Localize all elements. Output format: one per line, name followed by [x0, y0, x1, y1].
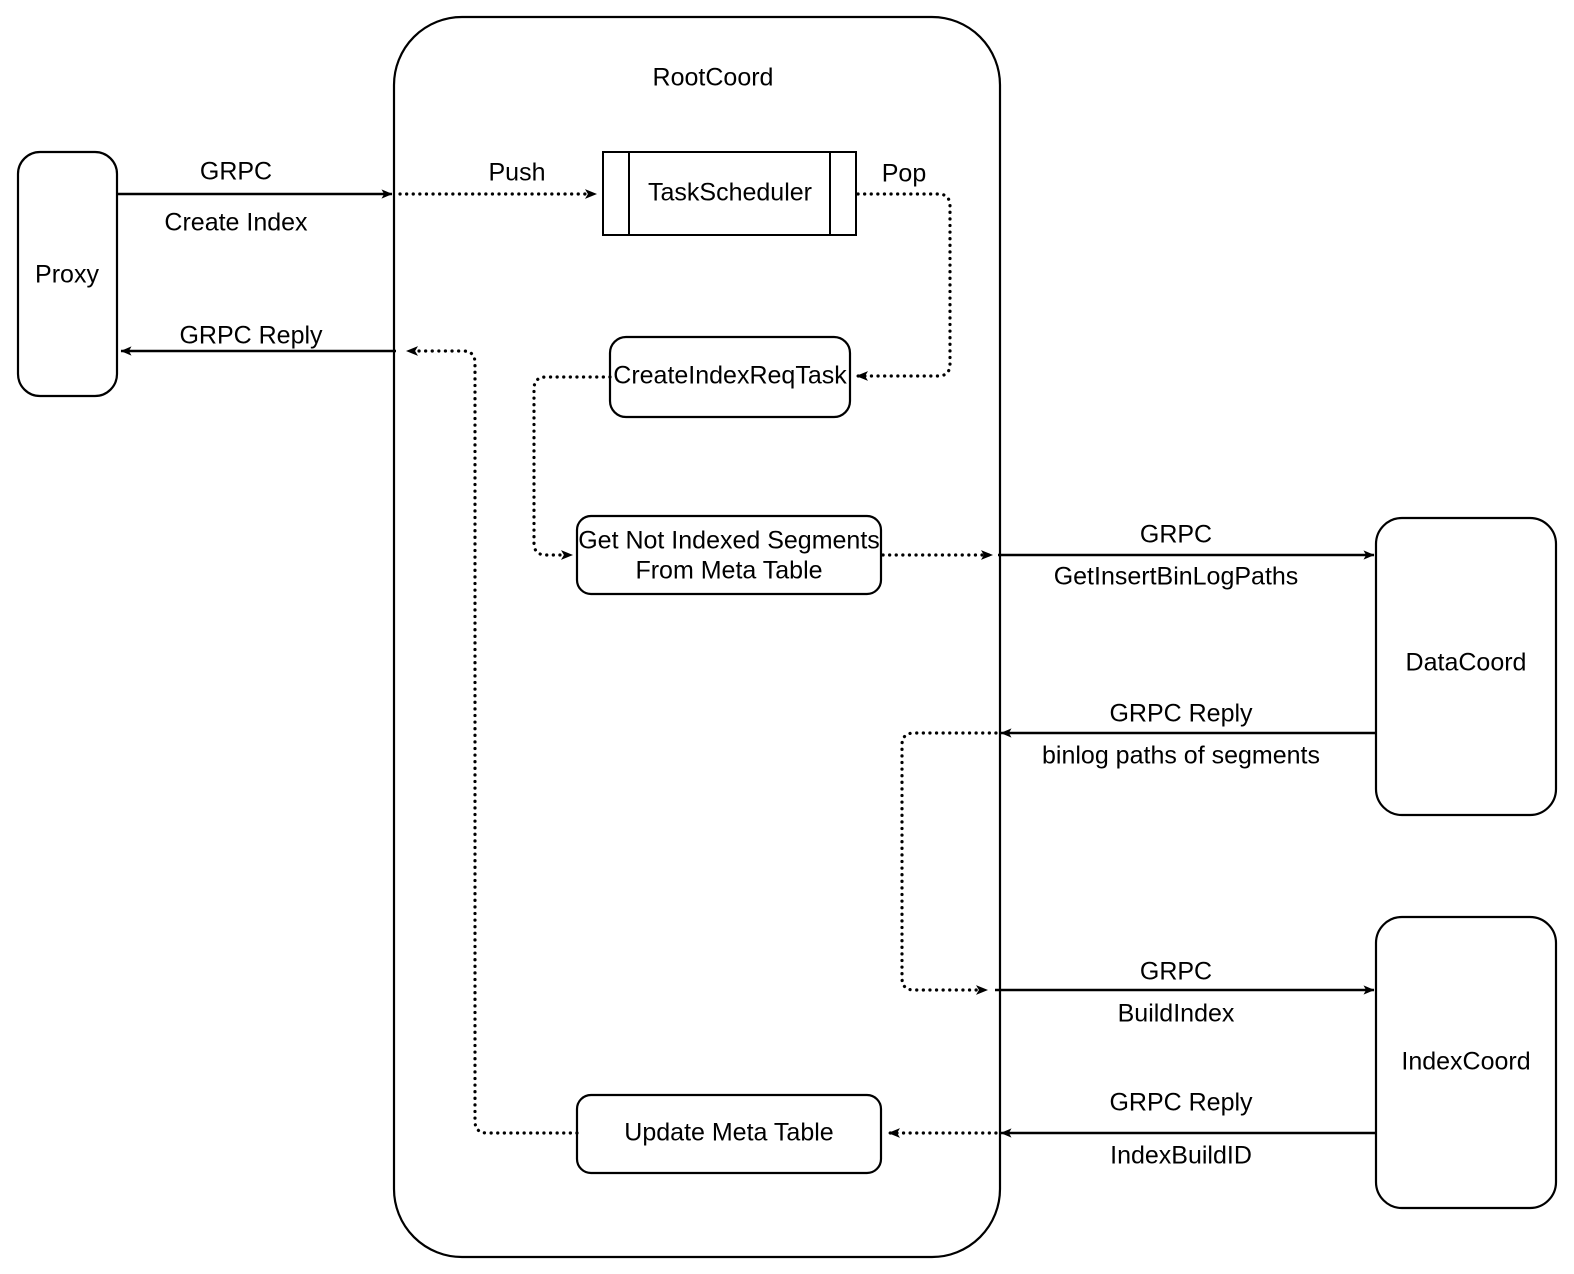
node-create-index-req-task[interactable]: CreateIndexReqTask	[608, 335, 852, 419]
index-coord-shape	[1374, 915, 1558, 1210]
edge-create-index-to-get-segments	[532, 375, 612, 560]
get-not-indexed-segments-label-line1: Get Not Indexed Segments	[578, 527, 880, 555]
get-not-indexed-segments-label-line2: From Meta Table	[635, 557, 822, 585]
edge-label-grpc-create-index-1: GRPC	[200, 158, 272, 186]
rootcoord-container: RootCoord	[392, 15, 1002, 1259]
edge-push: Push	[398, 159, 598, 199]
edge-proxy-to-rootcoord: GRPC Create Index	[117, 158, 393, 237]
edge-indexcoord-to-rootcoord: GRPC Reply IndexBuildID	[1000, 1089, 1376, 1170]
edge-label-datacoord-reply-1: GRPC Reply	[1109, 700, 1253, 728]
edge-internal-binlog-to-buildindex-line	[900, 731, 998, 995]
edge-label-grpc-reply-proxy: GRPC Reply	[179, 322, 323, 350]
node-data-coord[interactable]: DataCoord	[1374, 516, 1558, 817]
edge-rootcoord-to-datacoord: GRPC GetInsertBinLogPaths	[998, 521, 1375, 591]
rootcoord-container-shape	[392, 15, 1002, 1259]
create-index-req-task-label: CreateIndexReqTask	[613, 362, 847, 390]
proxy-label: Proxy	[35, 261, 99, 289]
edge-label-datacoord-request-1: GRPC	[1140, 521, 1212, 549]
index-coord-label: IndexCoord	[1401, 1048, 1530, 1076]
edge-label-pop: Pop	[882, 160, 926, 188]
edge-update-meta-table-to-reply	[405, 346, 579, 1135]
task-scheduler-label: TaskScheduler	[648, 179, 812, 207]
edge-label-indexcoord-reply-1: GRPC Reply	[1109, 1089, 1253, 1117]
edge-label-grpc-create-index-2: Create Index	[164, 209, 308, 237]
edge-pop: Pop	[855, 160, 952, 381]
node-index-coord[interactable]: IndexCoord	[1374, 915, 1558, 1210]
edge-pop-line	[855, 192, 952, 381]
edge-internal-binlog-to-buildindex	[900, 731, 998, 995]
edge-datacoord-to-rootcoord: GRPC Reply binlog paths of segments	[1000, 700, 1376, 770]
task-scheduler-shape	[602, 151, 857, 236]
data-coord-shape	[1374, 516, 1558, 817]
node-get-not-indexed-segments[interactable]: Get Not Indexed Segments From Meta Table	[575, 514, 883, 596]
get-not-indexed-segments-shape	[575, 514, 883, 596]
data-coord-label: DataCoord	[1406, 649, 1527, 677]
edge-create-index-to-get-segments-line	[532, 375, 612, 560]
edge-rootcoord-to-proxy: GRPC Reply	[120, 322, 396, 356]
edge-label-indexcoord-request-2: BuildIndex	[1118, 1000, 1235, 1028]
node-task-scheduler[interactable]: TaskScheduler	[602, 151, 857, 236]
edge-label-datacoord-request-2: GetInsertBinLogPaths	[1054, 563, 1299, 591]
node-update-meta-table[interactable]: Update Meta Table	[575, 1093, 883, 1175]
edge-label-indexcoord-reply-2: IndexBuildID	[1110, 1142, 1252, 1170]
edge-label-indexcoord-request-1: GRPC	[1140, 958, 1212, 986]
update-meta-table-label: Update Meta Table	[624, 1119, 833, 1147]
edge-update-meta-table-to-reply-line	[405, 346, 579, 1135]
proxy-shape	[16, 150, 119, 398]
edge-rootcoord-to-indexcoord: GRPC BuildIndex	[995, 958, 1375, 1028]
node-proxy[interactable]: Proxy	[16, 150, 119, 398]
rootcoord-title: RootCoord	[653, 64, 774, 92]
edge-label-datacoord-reply-2: binlog paths of segments	[1042, 742, 1320, 770]
edge-label-push: Push	[489, 159, 546, 187]
